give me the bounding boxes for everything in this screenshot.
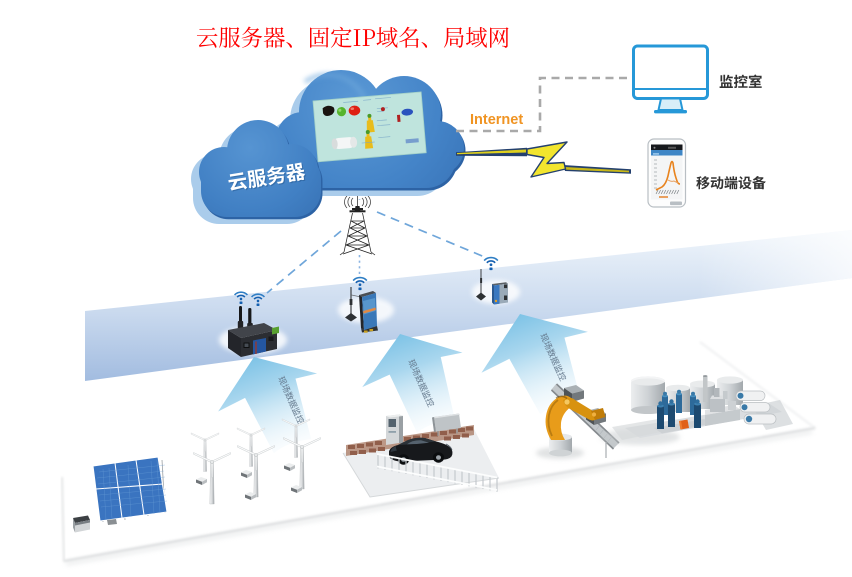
svg-text:Internet: Internet (470, 112, 523, 128)
